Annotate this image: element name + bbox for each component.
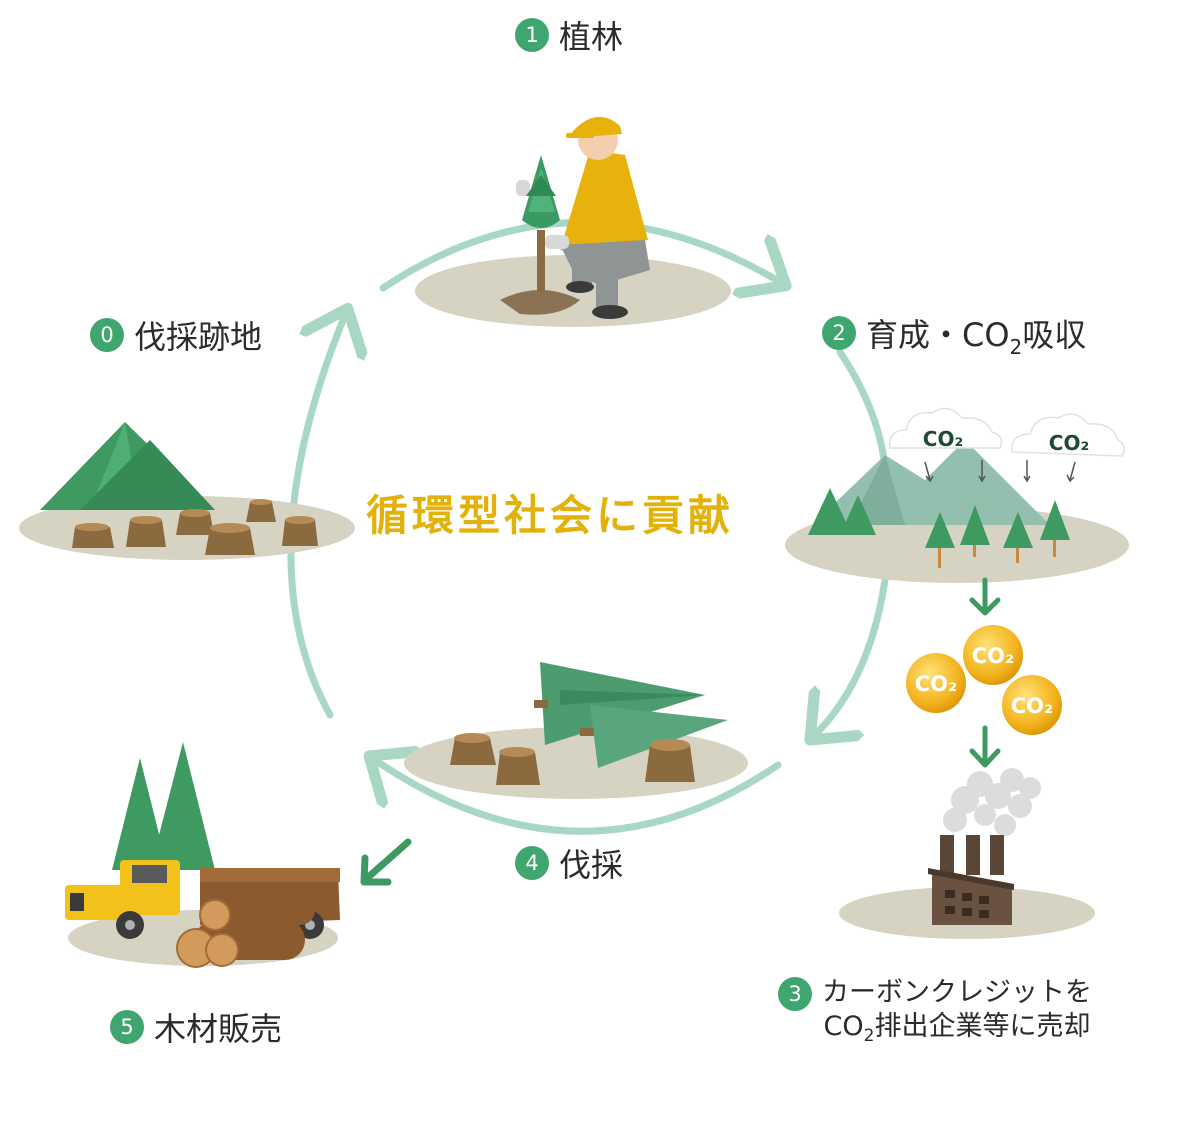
- sale-arrow: [360, 838, 412, 886]
- step-2-badge: 2: [822, 316, 856, 350]
- step-1-text: 植林: [559, 18, 624, 56]
- step-1-label: 1 植林: [515, 12, 623, 58]
- step-4-label: 4 伐採: [515, 840, 623, 886]
- coin-3: [1002, 675, 1062, 735]
- credit-flow-arrows: [969, 577, 1001, 768]
- cleared-site-illustration: [19, 422, 355, 560]
- step-3-text: カーボンクレジットを CO2排出企業等に売却: [822, 977, 1092, 1046]
- step-3-badge: 3: [778, 977, 812, 1011]
- logging-illustration: [404, 662, 748, 799]
- center-title: 循環型社会に貢献: [366, 491, 735, 540]
- coin-label-1: CO₂: [972, 644, 1014, 668]
- cloud-label-1: CO₂: [923, 427, 963, 451]
- coin-label-3: CO₂: [1011, 694, 1053, 718]
- planting-illustration: [415, 116, 731, 327]
- cloud-label-2: CO₂: [1049, 431, 1089, 455]
- coin-2: [906, 653, 966, 713]
- growth-illustration: CO₂ CO₂: [785, 407, 1129, 583]
- step-5-badge: 5: [110, 1010, 144, 1044]
- cloud-1: [889, 407, 1003, 449]
- coins: CO₂ CO₂ CO₂: [906, 625, 1062, 735]
- cycle-arrow-bottom: [375, 760, 782, 835]
- coin-1: [963, 625, 1023, 685]
- step-3-label: 3 カーボンクレジットを CO2排出企業等に売却: [778, 976, 1092, 1047]
- coin-label-2: CO₂: [915, 672, 957, 696]
- timber-sale-illustration: [65, 742, 340, 968]
- step-5-label: 5 木材販売: [110, 1004, 282, 1050]
- step-2-text: 育成・CO2吸収: [866, 316, 1087, 359]
- step-5-text: 木材販売: [154, 1010, 283, 1048]
- step-2-label: 2 育成・CO2吸収: [822, 310, 1087, 359]
- step-4-text: 伐採: [559, 846, 624, 884]
- step-0-badge: 0: [90, 318, 124, 352]
- step-1-badge: 1: [515, 18, 549, 52]
- step-0-label: 0 伐採跡地: [90, 312, 262, 358]
- step-4-badge: 4: [515, 846, 549, 880]
- factory-illustration: [839, 768, 1095, 939]
- cycle-arrow-right-lower: [815, 576, 889, 735]
- step-0-text: 伐採跡地: [134, 318, 263, 356]
- cloud-2: [1011, 413, 1125, 457]
